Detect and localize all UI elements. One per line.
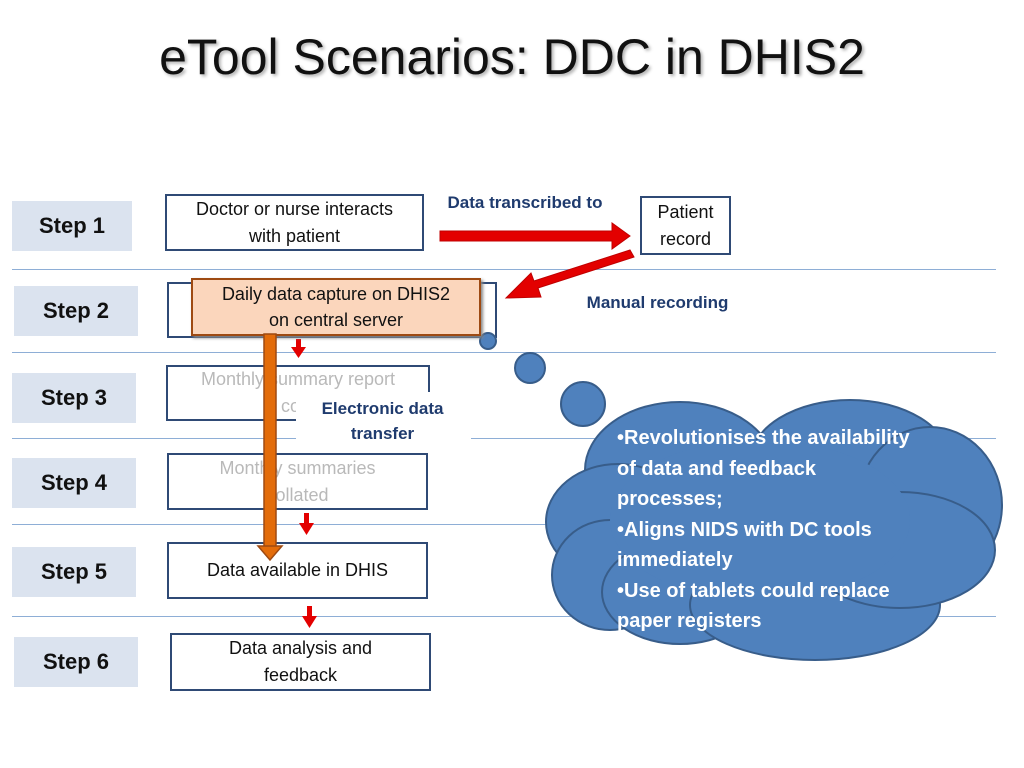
step-2-label: Step 2 [14, 286, 138, 336]
step-5-label: Step 5 [12, 547, 136, 597]
step-1-label: Step 1 [12, 201, 132, 251]
page-title: eTool Scenarios: DDC in DHIS2 [159, 29, 865, 85]
manual-recording-label: Manual recording [586, 293, 729, 312]
separator-line [12, 524, 996, 525]
down-arrow-step4 [299, 513, 314, 535]
callout-bullet: •Revolutionises the availability of data… [617, 427, 910, 510]
step-6-label: Step 6 [14, 637, 138, 687]
separator-line [12, 269, 996, 270]
cloud-callout [479, 332, 1003, 661]
callout-text: •Revolutionises the availability of data… [617, 423, 917, 637]
separator-line [12, 438, 996, 439]
step-3-label: Step 3 [12, 373, 136, 423]
step-4-label: Step 4 [12, 458, 136, 508]
separator-line [12, 616, 996, 617]
transcribed-label: Data transcribed to [447, 193, 603, 212]
down-arrow-step5 [302, 606, 317, 628]
transcribed-arrow [439, 222, 631, 250]
separator-line [12, 352, 996, 353]
data-available-box: Data available in DHIS [167, 542, 428, 599]
electronic-label-mask [296, 392, 471, 452]
callout-bullet: •Aligns NIDS with DC tools immediately [617, 518, 872, 572]
callout-bullet: •Use of tablets could replace paper regi… [617, 579, 890, 633]
down-arrow-step2 [291, 339, 306, 358]
manual-recording-arrow [504, 249, 635, 299]
